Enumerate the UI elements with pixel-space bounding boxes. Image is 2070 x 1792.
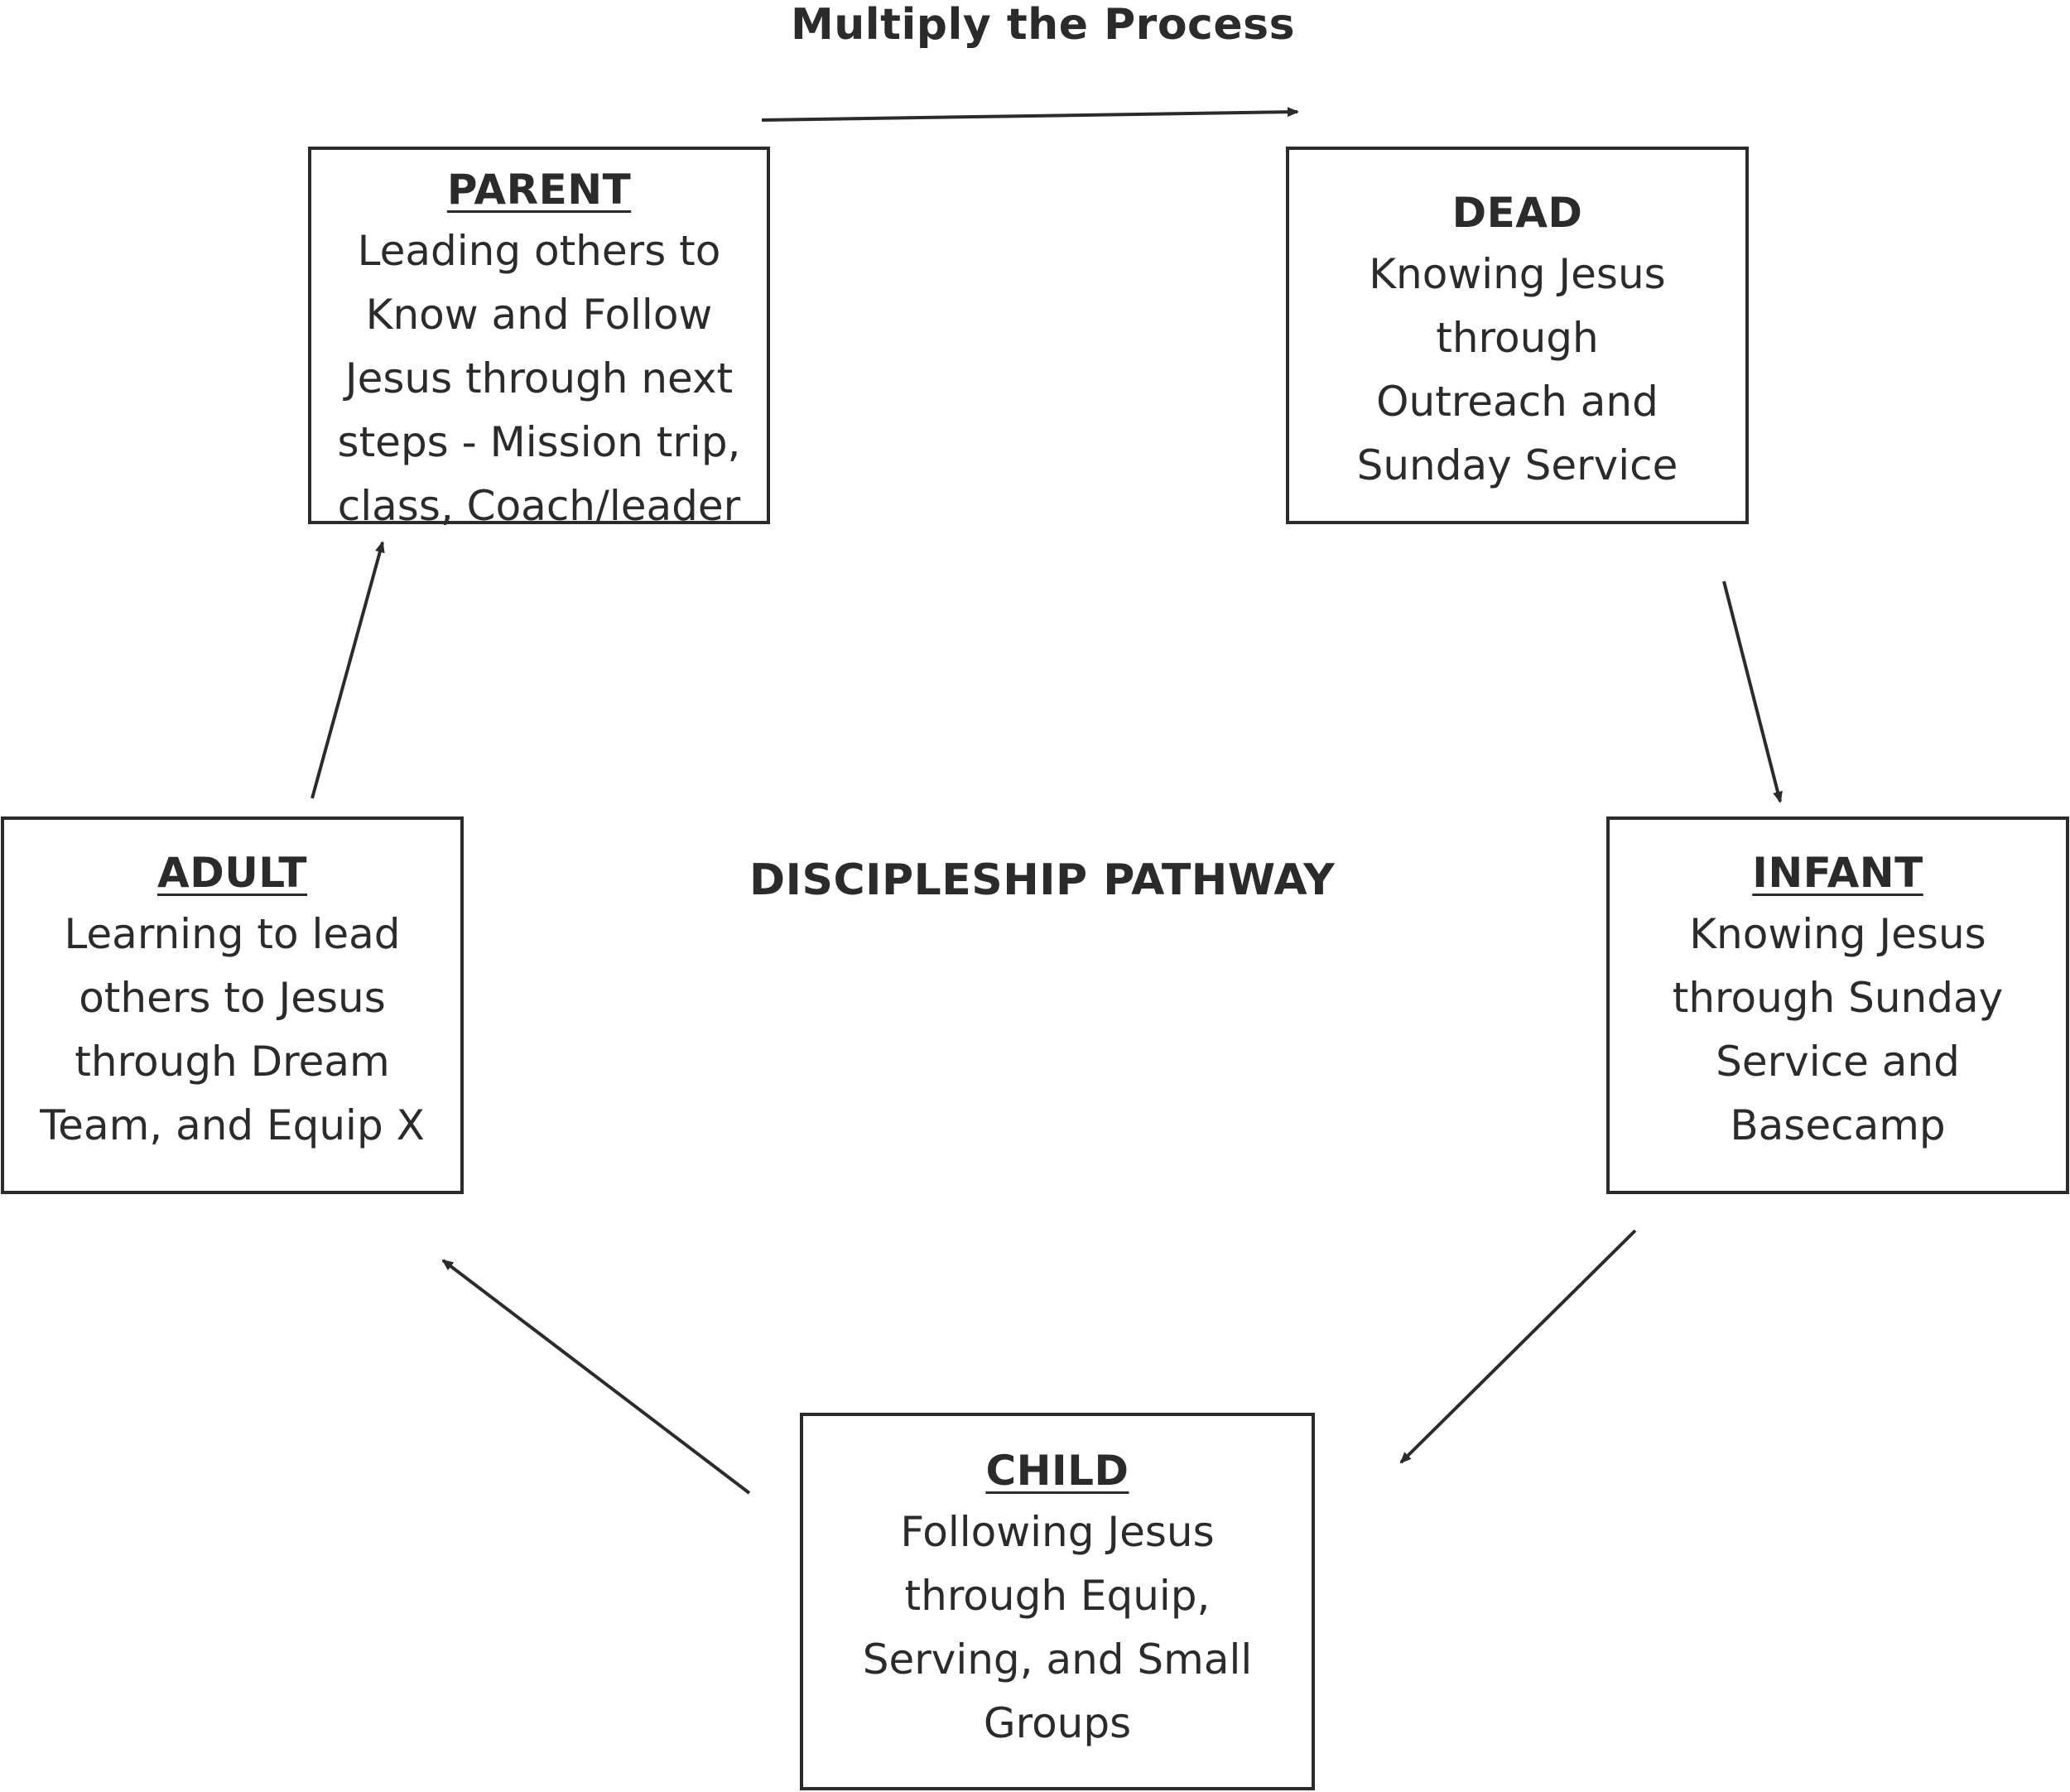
stage-adult-title: ADULT <box>157 849 307 897</box>
stage-parent-title: PARENT <box>446 166 632 214</box>
stage-child-title: CHILD <box>985 1447 1129 1495</box>
stage-adult-box: ADULT Learning to lead others to Jesus t… <box>1 817 464 1194</box>
stage-child-description: Following Jesus through Equip, Serving, … <box>862 1508 1253 1747</box>
stage-parent-box: PARENT Leading others to Know and Follow… <box>308 147 770 530</box>
stage-child-box: CHILD Following Jesus through Equip, Ser… <box>800 1413 1315 1790</box>
stage-adult-description: Learning to lead others to Jesus through… <box>40 910 425 1149</box>
stage-dead-title: DEAD <box>1451 189 1583 237</box>
stage-infant-box: INFANT Knowing Jesus through Sunday Serv… <box>1606 817 2069 1194</box>
arrow-parent-to-dead <box>761 107 1299 122</box>
stage-dead-box: DEAD Knowing Jesus through Outreach and … <box>1286 147 1749 524</box>
arrow-child-to-adult <box>441 1259 751 1495</box>
multiply-process-label: Multiply the Process <box>791 0 1296 50</box>
stage-infant-title: INFANT <box>1752 849 1923 897</box>
discipleship-pathway-title: DISCIPLESHIP PATHWAY <box>749 855 1336 905</box>
arrow-adult-to-parent <box>310 541 385 799</box>
stage-infant-description: Knowing Jesus through Sunday Service and… <box>1672 910 2004 1149</box>
stage-dead-description: Knowing Jesus through Outreach and Sunda… <box>1356 250 1678 489</box>
arrow-dead-to-infant <box>1722 580 1783 803</box>
arrow-infant-to-child <box>1399 1229 1637 1464</box>
stage-parent-description: Leading others to Know and Follow Jesus … <box>337 227 741 530</box>
